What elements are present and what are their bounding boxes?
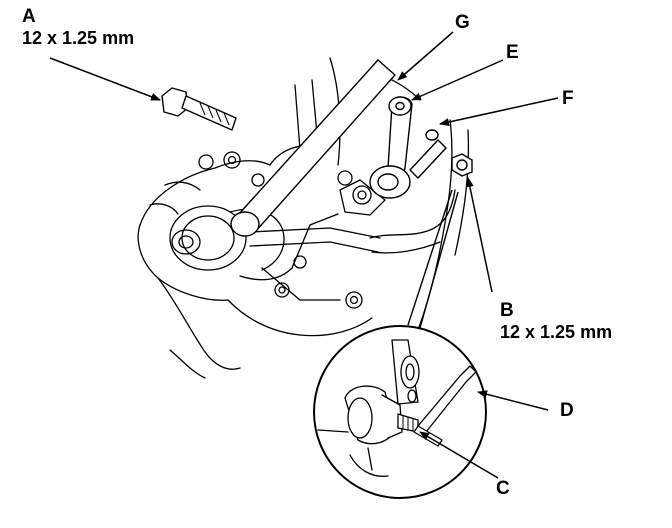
leader-a [49,57,161,101]
stabilizer-link [369,96,447,199]
callout-g-letter: G [455,12,470,33]
callout-a-letter: A [22,6,36,27]
callout-b: B 12 x 1.25 mm [500,300,612,343]
callout-a-spec: 12 x 1.25 mm [22,27,135,48]
leader-g [397,31,454,81]
detail-inset [313,325,487,499]
nut-b-shape [451,153,473,177]
callout-c-letter: C [496,478,510,499]
callout-e-letter: E [506,42,519,63]
flange-bolt-a [161,87,237,131]
leader-d [477,390,549,411]
leader-b [465,177,493,293]
callout-d-letter: D [560,400,574,421]
detail-connector-lines [407,189,459,329]
callout-b-spec: 12 x 1.25 mm [500,321,613,342]
leader-e [411,59,504,101]
leader-c [419,431,499,479]
leader-lines [49,31,559,479]
drive-shaft [230,59,396,237]
callout-f-letter: F [562,88,574,109]
callout-b-letter: B [500,300,514,321]
callout-a: A 12 x 1.25 mm [22,6,134,49]
leader-f [439,97,559,126]
